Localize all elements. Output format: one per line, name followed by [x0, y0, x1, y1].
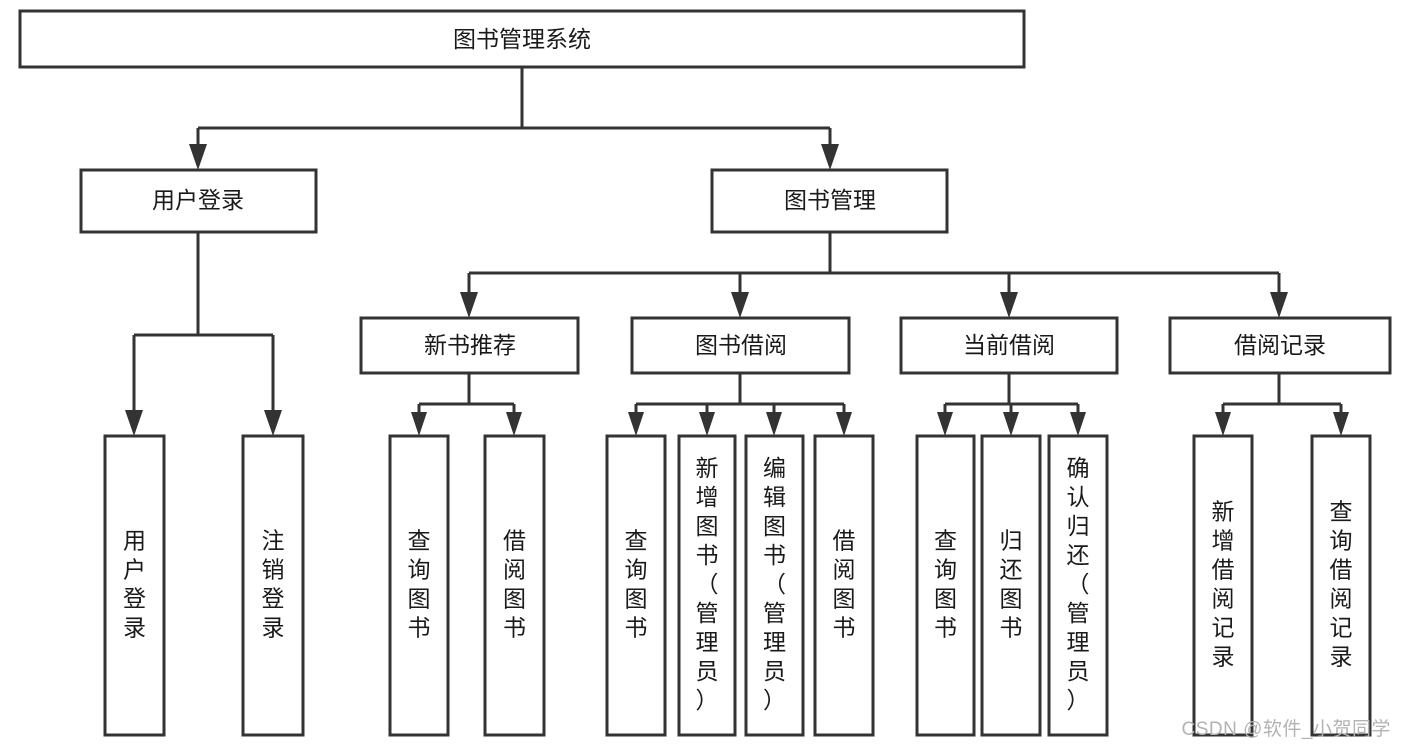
node-leaf-query-record-label: 查询借阅记录	[1330, 499, 1353, 670]
edge-layer	[125, 67, 1349, 436]
node-leaf-return-book-label: 归还图书	[1000, 528, 1023, 641]
arrow-to-leaf-user-login	[125, 410, 143, 436]
arrow-to-leaf-logout	[264, 410, 282, 436]
node-root[interactable]: 图书管理系统	[18, 9, 1026, 69]
arrow-to-leaf-query-book-3	[937, 412, 953, 436]
arrow-to-leaf-query-record	[1333, 412, 1349, 436]
node-new-book-recommend[interactable]: 新书推荐	[359, 316, 580, 375]
node-layer: 图书管理系统 用户登录 图书管理 新书推荐 图书借阅	[18, 9, 1392, 737]
node-leaf-borrow-book-2[interactable]: 借阅图书	[813, 434, 875, 737]
node-book-manage[interactable]: 图书管理	[710, 168, 949, 234]
node-leaf-query-record[interactable]: 查询借阅记录	[1310, 434, 1372, 737]
node-leaf-edit-book-box[interactable]	[744, 434, 805, 737]
node-leaf-user-login-box[interactable]	[103, 434, 166, 737]
arrow-to-leaf-borrow-book-2	[836, 412, 852, 436]
node-leaf-return-book-box[interactable]	[980, 434, 1042, 737]
node-leaf-borrow-book-1-label: 借阅图书	[503, 528, 526, 641]
node-leaf-query-book-1-label: 查询图书	[408, 528, 431, 641]
node-leaf-add-record-label: 新增借阅记录	[1212, 499, 1235, 670]
node-leaf-query-book-3-box[interactable]	[915, 434, 976, 737]
node-book-borrow-label: 图书借阅	[695, 332, 787, 358]
node-leaf-add-book[interactable]: 新增图书（管理员）	[677, 434, 737, 737]
arrow-to-new-book-recommend	[460, 292, 478, 318]
node-leaf-add-book-box[interactable]	[677, 434, 737, 737]
node-leaf-query-book-3-label: 查询图书	[934, 528, 957, 641]
node-borrow-record-label: 借阅记录	[1234, 332, 1326, 358]
node-book-borrow[interactable]: 图书借阅	[630, 316, 851, 375]
node-book-borrow-box[interactable]	[630, 316, 851, 375]
node-book-manage-label: 图书管理	[784, 187, 876, 213]
arrow-to-borrow-record	[1270, 292, 1288, 318]
node-leaf-borrow-book-1-box[interactable]	[483, 434, 546, 737]
node-new-book-recommend-box[interactable]	[359, 316, 580, 375]
node-user-login-box[interactable]	[79, 168, 318, 234]
csdn-watermark: CSDN @软件_小贺同学	[1181, 719, 1391, 740]
node-user-login[interactable]: 用户登录	[79, 168, 318, 234]
arrow-to-leaf-edit-book	[766, 412, 782, 436]
leaf-node-group: 用户登录 注销登录 查询图书 借阅图书 查询图书 新增图书（管理员） 编辑图书（管理员） 借阅…	[103, 434, 1372, 737]
arrow-to-leaf-query-book-2	[628, 412, 644, 436]
arrow-to-leaf-query-book-1	[411, 412, 427, 436]
node-leaf-query-record-box[interactable]	[1310, 434, 1372, 737]
node-leaf-confirm-return[interactable]: 确认归还（管理员）	[1047, 434, 1109, 737]
arrow-to-leaf-add-record	[1215, 412, 1231, 436]
arrow-to-leaf-confirm-return	[1070, 412, 1086, 436]
node-leaf-edit-book-label: 编辑图书（管理员）	[763, 455, 786, 713]
node-current-borrow[interactable]: 当前借阅	[899, 316, 1119, 375]
node-root-label: 图书管理系统	[453, 26, 591, 52]
arrow-to-leaf-return-book	[1003, 412, 1019, 436]
node-book-manage-box[interactable]	[710, 168, 949, 234]
node-borrow-record[interactable]: 借阅记录	[1168, 316, 1392, 375]
node-leaf-borrow-book-1[interactable]: 借阅图书	[483, 434, 546, 737]
node-leaf-edit-book[interactable]: 编辑图书（管理员）	[744, 434, 805, 737]
arrow-to-book-manage	[821, 144, 839, 170]
node-current-borrow-label: 当前借阅	[963, 332, 1055, 358]
node-leaf-borrow-book-2-box[interactable]	[813, 434, 875, 737]
node-leaf-add-record[interactable]: 新增借阅记录	[1192, 434, 1254, 737]
node-leaf-confirm-return-label: 确认归还（管理员）	[1067, 455, 1090, 713]
node-new-book-recommend-label: 新书推荐	[424, 332, 516, 358]
arrow-to-leaf-borrow-book-1	[506, 412, 522, 436]
node-leaf-query-book-1[interactable]: 查询图书	[388, 434, 450, 737]
node-root-box[interactable]	[18, 9, 1026, 69]
node-leaf-logout[interactable]: 注销登录	[241, 434, 305, 737]
node-leaf-query-book-1-box[interactable]	[388, 434, 450, 737]
arrow-to-book-borrow	[731, 292, 749, 318]
arrow-to-current-borrow	[1000, 292, 1018, 318]
node-leaf-confirm-return-box[interactable]	[1047, 434, 1109, 737]
node-leaf-query-book-2[interactable]: 查询图书	[605, 434, 667, 737]
node-leaf-logout-label: 注销登录	[262, 528, 285, 641]
node-leaf-logout-box[interactable]	[241, 434, 305, 737]
node-borrow-record-box[interactable]	[1168, 316, 1392, 375]
node-leaf-user-login[interactable]: 用户登录	[103, 434, 166, 737]
arrow-to-user-login	[189, 144, 207, 170]
node-leaf-query-book-2-label: 查询图书	[625, 528, 648, 641]
node-leaf-query-book-3[interactable]: 查询图书	[915, 434, 976, 737]
node-current-borrow-box[interactable]	[899, 316, 1119, 375]
node-leaf-query-book-2-box[interactable]	[605, 434, 667, 737]
node-leaf-borrow-book-2-label: 借阅图书	[833, 528, 856, 641]
node-leaf-user-login-label: 用户登录	[123, 528, 146, 641]
node-leaf-return-book[interactable]: 归还图书	[980, 434, 1042, 737]
node-user-login-label: 用户登录	[152, 187, 244, 213]
arrow-to-leaf-add-book	[699, 412, 715, 436]
node-leaf-add-record-box[interactable]	[1192, 434, 1254, 737]
node-leaf-add-book-label: 新增图书（管理员）	[696, 455, 719, 713]
